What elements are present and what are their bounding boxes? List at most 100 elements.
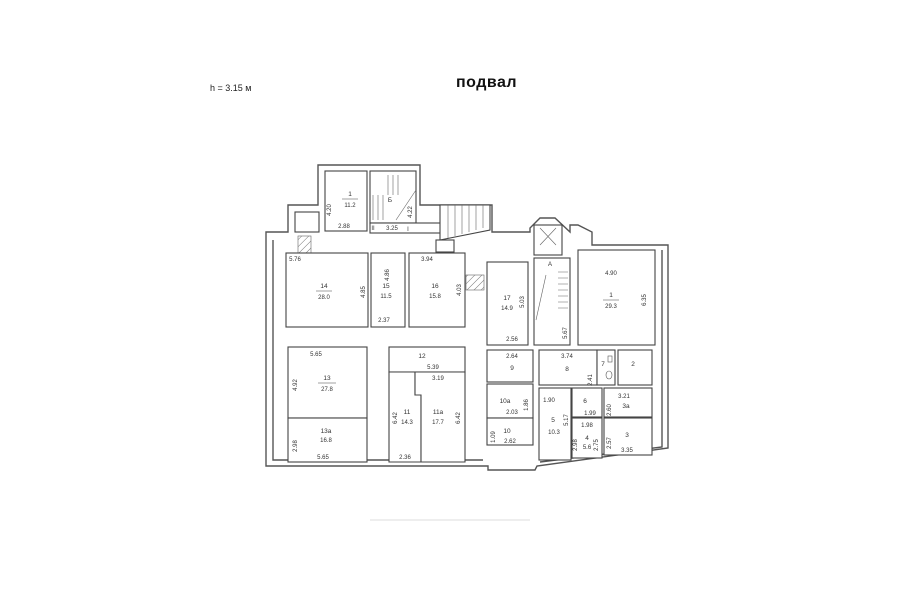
room-3a: 3.21 3а 2.60 — [603, 387, 653, 418]
svg-text:5.65: 5.65 — [310, 352, 322, 358]
room-5: 1.90 5 10.3 5.17 — [538, 387, 572, 461]
svg-text:6.35: 6.35 — [642, 294, 648, 306]
room-7-wc: 7 — [596, 349, 616, 386]
room-15: 4.86 15 11.5 2.37 — [370, 252, 406, 328]
svg-text:11а: 11а — [433, 409, 444, 416]
stair-a: A 5.67 — [533, 224, 571, 346]
outer-wall — [265, 164, 669, 471]
svg-text:4.86: 4.86 — [385, 269, 391, 281]
svg-text:4.03: 4.03 — [457, 284, 463, 296]
room-12: 12 5.39 — [388, 346, 466, 373]
svg-text:2.41: 2.41 — [588, 374, 594, 386]
svg-text:6.42: 6.42 — [456, 412, 462, 424]
svg-text:1.99: 1.99 — [584, 411, 596, 417]
svg-text:2.62: 2.62 — [504, 439, 516, 445]
room-17: 17 14.9 5.03 2.56 — [486, 261, 529, 346]
room-13: 5.65 13 27.8 4.92 — [287, 346, 368, 419]
toilet-icon — [605, 370, 613, 380]
svg-text:5.03: 5.03 — [520, 296, 526, 308]
svg-text:1.09: 1.09 — [491, 431, 497, 443]
svg-text:5.6: 5.6 — [583, 445, 592, 451]
svg-text:17.7: 17.7 — [432, 420, 444, 426]
svg-text:2.56: 2.56 — [506, 337, 518, 343]
svg-text:1.86: 1.86 — [524, 399, 530, 411]
svg-text:2.64: 2.64 — [506, 354, 518, 360]
hatched-area — [297, 235, 312, 255]
floor-title: подвал — [456, 74, 518, 91]
svg-text:16.8: 16.8 — [320, 438, 332, 444]
hatched-area — [465, 274, 485, 291]
svg-text:3.19: 3.19 — [432, 376, 444, 382]
svg-text:Б: Б — [388, 197, 392, 204]
svg-text:11.2: 11.2 — [344, 203, 356, 209]
svg-text:6: 6 — [583, 398, 587, 405]
svg-text:5.65: 5.65 — [317, 455, 329, 461]
svg-text:3.35: 3.35 — [621, 448, 633, 454]
corridor: II I 3.25 — [369, 222, 446, 234]
niche — [294, 211, 320, 233]
svg-text:29.3: 29.3 — [605, 304, 617, 310]
svg-text:5: 5 — [551, 417, 555, 424]
svg-text:1: 1 — [609, 292, 613, 299]
svg-text:4.85: 4.85 — [361, 286, 367, 298]
svg-text:13: 13 — [323, 375, 331, 382]
room-6: 6 1.99 — [571, 387, 603, 418]
svg-text:2.37: 2.37 — [378, 318, 390, 324]
svg-text:5.67: 5.67 — [563, 327, 569, 339]
svg-text:11: 11 — [404, 409, 411, 416]
svg-text:3.25: 3.25 — [386, 226, 398, 232]
svg-text:1.90: 1.90 — [543, 398, 555, 404]
svg-text:2.60: 2.60 — [607, 404, 613, 416]
room-3: 3 2.57 3.35 — [603, 417, 653, 456]
svg-text:2.88: 2.88 — [338, 224, 350, 230]
room-11a: 3.19 11а 17.7 6.42 — [414, 371, 466, 463]
svg-text:2.75: 2.75 — [594, 439, 600, 451]
room-1-top: 1 11.2 4.20 2.88 — [324, 170, 368, 232]
svg-text:II: II — [371, 226, 375, 232]
sink-icon — [607, 355, 613, 363]
svg-text:3.94: 3.94 — [421, 257, 433, 263]
svg-text:10а: 10а — [500, 398, 511, 405]
svg-text:5.17: 5.17 — [564, 414, 570, 426]
svg-text:1.98: 1.98 — [581, 423, 593, 429]
svg-text:12: 12 — [418, 353, 426, 360]
svg-text:5.39: 5.39 — [427, 365, 439, 371]
svg-text:28.0: 28.0 — [318, 295, 330, 301]
svg-text:4.92: 4.92 — [293, 379, 299, 391]
svg-text:15: 15 — [382, 283, 390, 290]
room-10: 10 2.62 1.09 — [486, 417, 534, 446]
svg-text:6.42: 6.42 — [393, 412, 399, 424]
svg-text:11.5: 11.5 — [380, 294, 392, 300]
svg-text:14.3: 14.3 — [401, 420, 413, 426]
svg-text:2.98: 2.98 — [293, 440, 299, 452]
stair-east — [435, 204, 491, 253]
svg-text:A: A — [548, 262, 552, 268]
room-4: 1.98 4 5.6 2.98 2.75 — [571, 417, 603, 459]
svg-text:1: 1 — [348, 191, 352, 198]
svg-text:2.36: 2.36 — [399, 455, 411, 461]
room-8: 3.74 8 2.41 — [538, 349, 598, 386]
svg-text:14.9: 14.9 — [501, 306, 513, 312]
svg-text:15.8: 15.8 — [429, 294, 441, 300]
svg-text:4.90: 4.90 — [605, 271, 617, 277]
svg-text:8: 8 — [565, 366, 569, 373]
room-2: 2 — [617, 349, 653, 386]
svg-text:3: 3 — [625, 432, 629, 439]
svg-text:7: 7 — [601, 361, 605, 368]
ceiling-height-label: h = 3.15 м — [210, 83, 252, 93]
stair-b: Б 4.22 — [369, 170, 417, 224]
room-14: 5.76 14 28.0 4.85 — [285, 252, 369, 328]
svg-text:2: 2 — [631, 361, 635, 368]
svg-text:3.74: 3.74 — [561, 354, 573, 360]
room-13a: 13а 16.8 2.98 5.65 — [287, 417, 368, 463]
svg-text:4: 4 — [585, 435, 589, 442]
svg-text:10.3: 10.3 — [548, 430, 560, 436]
svg-text:9: 9 — [510, 365, 514, 372]
svg-text:I: I — [407, 227, 409, 233]
room-10a: 10а 2.03 1.86 — [486, 383, 534, 419]
svg-text:2.57: 2.57 — [607, 437, 613, 449]
room-1: 4.90 1 29.3 6.35 — [577, 249, 656, 346]
svg-text:17: 17 — [503, 295, 511, 302]
room-16: 3.94 16 15.8 4.03 — [408, 252, 466, 328]
